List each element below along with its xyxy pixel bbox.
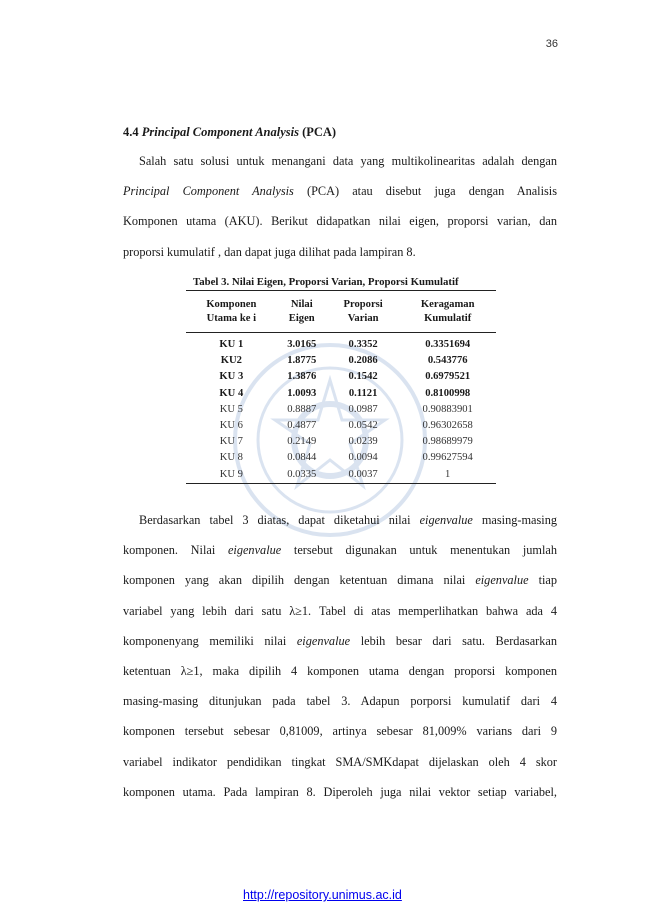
repository-link[interactable]: http://repository.unimus.ac.id — [243, 888, 402, 902]
italic-term: eigenvalue — [419, 513, 473, 527]
italic-term: eigenvalue — [475, 573, 529, 588]
paragraph-line: proporsi kumulatif , dan dapat juga dili… — [123, 244, 416, 259]
italic-term: eigenvalue — [296, 633, 351, 648]
paragraph-line: komponen yang akan dipilih dengan ketent… — [123, 573, 558, 588]
table-caption: Tabel 3. Nilai Eigen, Proporsi Varian, P… — [193, 276, 459, 288]
paragraph-line: komponen utama. Pada lampiran 8. Diperol… — [123, 784, 557, 799]
paragraph-line: ketentuan λ≥1, maka dipilih 4 komponen u… — [123, 664, 557, 679]
paragraph-line: Salah satu solusi untuk menangani data y… — [139, 154, 557, 168]
section-title: Principal Component Analysis — [141, 125, 299, 139]
paragraph-line: Berdasarkan tabel 3 diatas, dapat diketa… — [139, 513, 557, 527]
italic-term: eigenvalue — [227, 543, 282, 558]
line-text: (PCA) atau disebut juga dengan Analisis — [306, 184, 557, 199]
paragraph-line: komponen tersebut sebesar 0,81009, artin… — [123, 724, 557, 739]
paragraph-line: variabel yang lebih dari satu λ≥1. Tabel… — [123, 603, 557, 618]
discussion-paragraph: Berdasarkan tabel 3 diatas, dapat diketa… — [123, 505, 557, 807]
section-heading: 4.4 Principal Component Analysis (PCA) — [123, 125, 336, 140]
paragraph-line: Principal Component Analysis (PCA) atau … — [123, 176, 557, 206]
paragraph-line: Komponen utama (AKU). Berikut didapatkan… — [123, 214, 557, 229]
paragraph-line: komponenyang memiliki nilai eigenvalue l… — [123, 633, 558, 648]
section-number: 4.4 — [123, 125, 139, 139]
section-title-suffix: (PCA) — [302, 125, 337, 139]
italic-term: Principal Component Analysis — [123, 184, 294, 199]
paragraph-line: komponen. Nilai eigenvalue tersebut digu… — [123, 543, 558, 558]
intro-paragraph: Salah satu solusi untuk menangani data y… — [123, 146, 557, 267]
page-number: 36 — [545, 38, 558, 50]
paragraph-line: variabel indikator pendidikan tingkat SM… — [123, 754, 557, 769]
paragraph-line: masing-masing ditunjukan pada tabel 3. A… — [123, 694, 557, 709]
